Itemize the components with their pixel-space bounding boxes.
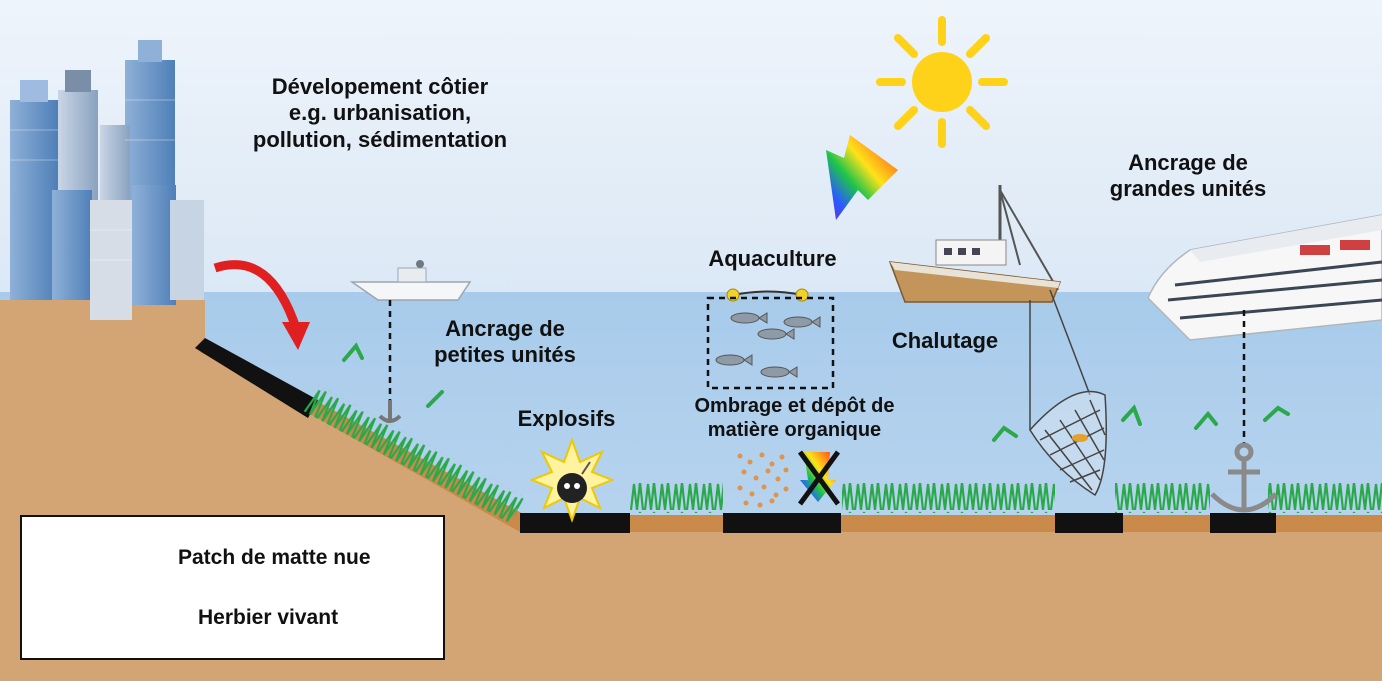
red-curved-arrow-icon [213, 260, 310, 350]
legend: Patch de matte nue Herbier vivant [20, 515, 445, 660]
anchor-icon [378, 400, 402, 423]
cruise-ship-icon [1147, 214, 1382, 341]
label-small-anchoring: Ancrage de petites unités [434, 316, 576, 368]
label-shading: Ombrage et dépôt de matière organique [694, 395, 895, 441]
fishing-trawler-icon [888, 185, 1062, 303]
label-aquaculture: Aquaculture [708, 246, 837, 271]
bomb-explosion-icon [529, 437, 615, 523]
legend-label-live-meadow: Herbier vivant [198, 606, 339, 629]
label-explosives: Explosifs [517, 406, 616, 431]
rainbow-arrow-icon [826, 135, 898, 220]
small-boat-icon [349, 260, 472, 301]
seagrass-meadows [303, 385, 1382, 524]
legend-label-bare-matte: Patch de matte nue [178, 546, 371, 569]
label-large-anchoring: Ancrage de grandes unités [1109, 150, 1267, 202]
trawl-net-icon [1029, 289, 1107, 497]
aquaculture-cage-icon [706, 288, 835, 390]
sun-icon [876, 16, 1008, 148]
crossed-light-icon [797, 450, 841, 506]
label-trawling: Chalutage [891, 328, 999, 353]
label-coastal-development: Dévelopement côtier e.g. urbanisation, p… [252, 74, 508, 152]
drifting-leaves [342, 342, 1290, 442]
organic-deposit [737, 452, 789, 508]
fish-icon [715, 312, 821, 378]
city-skyline-icon [10, 40, 204, 320]
bare-matte-patches [195, 338, 1276, 533]
sky [0, 0, 1382, 300]
anchor-icon [1210, 442, 1278, 513]
